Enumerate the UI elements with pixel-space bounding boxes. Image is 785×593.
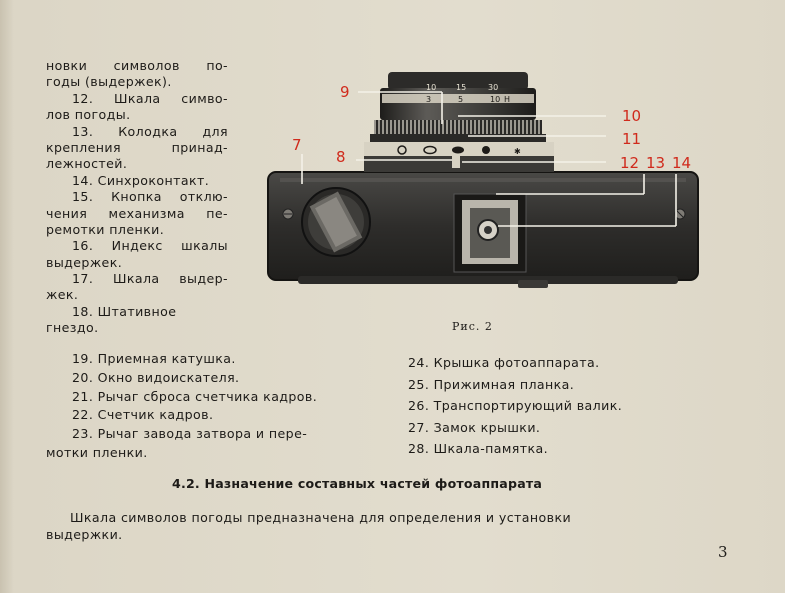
svg-text:30: 30 xyxy=(488,83,498,92)
paragraph-line: выдержки. xyxy=(46,527,123,542)
list-line: 20. Окно видоискателя. xyxy=(72,369,240,385)
page-number: 3 xyxy=(718,543,728,561)
svg-text:H: H xyxy=(504,95,510,104)
shutter-speed-marks: 10 15 30 3 5 10 H ✱ xyxy=(426,83,521,156)
list-line: 25. Прижимная планка. xyxy=(408,376,575,392)
list-line: лов погоды. xyxy=(46,107,131,123)
parts-list-right: 24. Крышка фотоаппарата. 25. Прижимная п… xyxy=(408,352,708,460)
list-line: мотки пленки. xyxy=(46,444,148,460)
list-line: 28. Шкала-памятка. xyxy=(408,441,549,457)
svg-text:10: 10 xyxy=(426,83,436,92)
body-paragraph: Шкала символов погоды предназначена для … xyxy=(46,509,694,543)
list-line: лежностей. xyxy=(46,156,128,172)
list-line: 21. Рычаг сброса счетчика кадров. xyxy=(72,388,318,404)
callout-12: 12 xyxy=(620,154,639,172)
list-line: выдержек. xyxy=(46,254,123,270)
svg-text:✱: ✱ xyxy=(514,147,521,156)
list-line: 18. Штативное xyxy=(72,303,177,319)
callout-14: 14 xyxy=(672,154,691,172)
list-line: 19. Приемная катушка. xyxy=(72,351,236,366)
callout-9: 9 xyxy=(340,83,350,101)
rewind-knob xyxy=(301,187,371,257)
list-line: 26. Транспортирующий валик. xyxy=(408,398,623,414)
list-line: годы (выдержек). xyxy=(46,74,172,90)
list-line: 14. Синхроконтакт. xyxy=(72,172,210,188)
callout-lines xyxy=(301,91,677,227)
accessory-shoe xyxy=(453,193,527,273)
svg-text:15: 15 xyxy=(456,83,466,92)
callout-labels: 9 10 11 8 7 12 13 14 xyxy=(292,83,691,172)
list-line: 22. Счетчик кадров. xyxy=(72,407,214,423)
list-line: 24. Крышка фотоаппарата. xyxy=(408,355,600,370)
list-line: гнездо. xyxy=(46,320,99,336)
screws xyxy=(282,208,686,220)
svg-text:5: 5 xyxy=(458,95,463,104)
camera-top-view-figure: 10 15 30 3 5 10 H ✱ xyxy=(267,72,699,288)
paragraph-line: Шкала символов погоды предназначена для … xyxy=(70,510,572,525)
callout-8: 8 xyxy=(336,148,346,166)
list-line: жек. xyxy=(46,287,79,303)
list-line: 23. Рычаг завода затвора и пере- xyxy=(72,426,308,442)
weather-symbol-scale xyxy=(397,145,490,168)
list-line: ремотки пленки. xyxy=(46,221,165,237)
callout-7: 7 xyxy=(292,136,302,154)
callout-13: 13 xyxy=(646,154,665,172)
svg-text:3: 3 xyxy=(426,95,431,104)
callout-10: 10 xyxy=(622,107,641,125)
parts-list-wide: 19. Приемная катушка. 20. Окно видоискат… xyxy=(46,350,366,463)
section-heading: 4.2. Назначение составных частей фотоапп… xyxy=(172,476,543,491)
figure-caption: Рис. 2 xyxy=(452,320,493,333)
list-line: 27. Замок крышки. xyxy=(408,419,541,435)
callout-11: 11 xyxy=(622,130,641,148)
svg-text:10: 10 xyxy=(490,95,500,104)
